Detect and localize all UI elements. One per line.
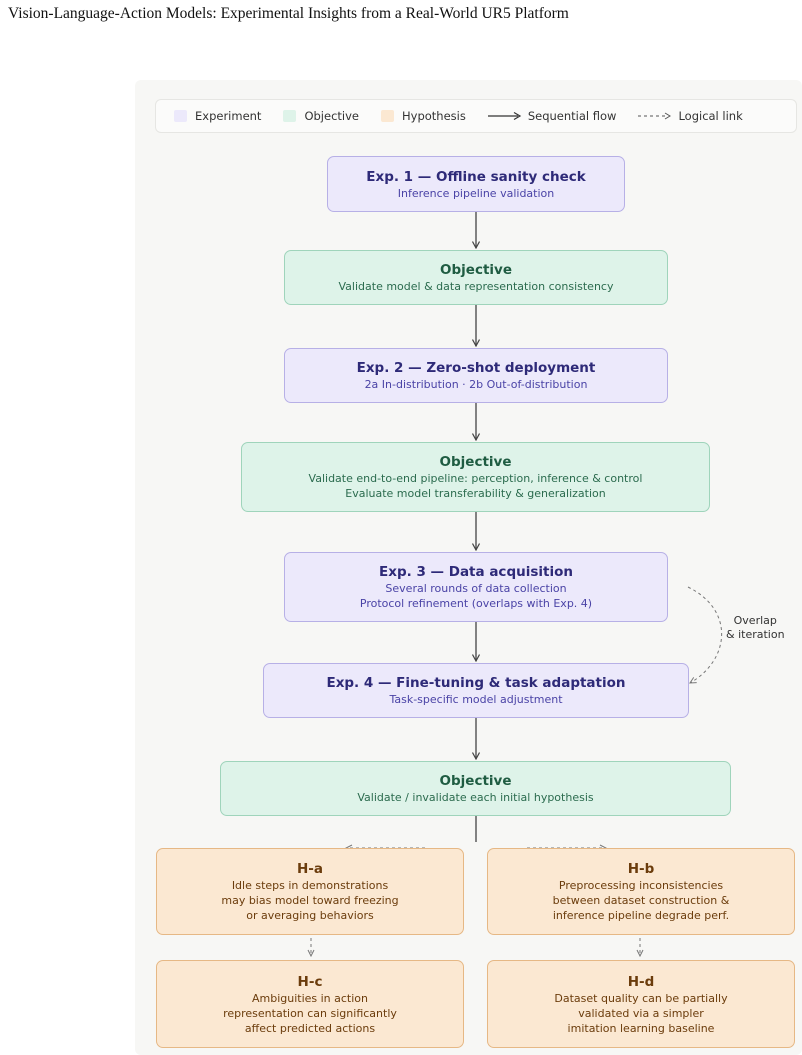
hd-line-2: validated via a simpler: [578, 1006, 704, 1020]
document-title: Vision-Language-Action Models: Experimen…: [8, 5, 569, 22]
hb-line-2: between dataset construction &: [552, 894, 730, 907]
obj2-box: Objective Validate end-to-end pipeline: …: [241, 442, 710, 512]
overlap-label: Overlap & iteration: [726, 614, 785, 642]
exp4-title: Exp. 4 — Fine-tuning & task adaptation: [326, 675, 626, 691]
overlap-label-line-2: & iteration: [726, 628, 785, 641]
exp4-box: Exp. 4 — Fine-tuning & task adaptation T…: [263, 663, 689, 718]
hb-title: H-b: [627, 861, 655, 877]
obj3-line: Validate / invalidate each initial hypot…: [357, 791, 594, 804]
exp1-box: Exp. 1 — Offline sanity check Inference …: [327, 156, 625, 212]
legend-sequential: Sequential flow: [487, 109, 617, 123]
ha-line-2: may bias model toward freezing: [221, 894, 399, 907]
dashed-arrow-icon: [638, 111, 672, 121]
exp4-line: Task-specific model adjustment: [389, 693, 563, 706]
ha-line-1: Idle steps in demonstrations: [231, 879, 389, 892]
legend: Experiment Objective Hypothesis Sequenti…: [155, 99, 797, 133]
experiment-swatch: [174, 110, 187, 122]
legend-logical-label: Logical link: [678, 109, 743, 123]
exp3-line-2: Protocol refinement (overlaps with Exp. …: [359, 597, 593, 610]
hypothesis-hb: H-b Preprocessing inconsistencies betwee…: [487, 848, 795, 935]
solid-arrow-icon: [487, 111, 522, 121]
exp2-title: Exp. 2 — Zero-shot deployment: [356, 360, 596, 376]
ha-title: H-a: [296, 861, 323, 877]
legend-experiment: Experiment: [174, 109, 261, 123]
exp1-line: Inference pipeline validation: [397, 186, 555, 200]
legend-objective: Objective: [283, 109, 359, 123]
obj1-line: Validate model & data representation con…: [338, 280, 614, 293]
legend-objective-label: Objective: [304, 109, 359, 123]
overlap-curve: [687, 586, 723, 683]
hypothesis-hd: H-d Dataset quality can be partially val…: [487, 960, 795, 1048]
exp3-title: Exp. 3 — Data acquisition: [379, 564, 573, 580]
hc-line-1: Ambiguities in action: [251, 991, 369, 1005]
legend-hypothesis-label: Hypothesis: [401, 109, 466, 123]
legend-logical: Logical link: [638, 109, 743, 123]
obj2-title: Objective: [439, 454, 512, 470]
hb-line-3: inference pipeline degrade perf.: [552, 909, 730, 922]
exp2-line: 2a In-distribution · 2b Out-of-distribut…: [364, 378, 588, 391]
legend-experiment-label: Experiment: [195, 109, 262, 123]
hc-line-2: representation can significantly: [223, 1006, 397, 1020]
exp1-title: Exp. 1 — Offline sanity check: [366, 168, 586, 185]
hc-title: H-c: [297, 973, 323, 990]
legend-hypothesis: Hypothesis: [380, 109, 466, 123]
obj2-line-1: Validate end-to-end pipeline: perception…: [308, 472, 643, 485]
hypothesis-swatch: [380, 110, 394, 122]
hd-line-3: imitation learning baseline: [567, 1021, 715, 1035]
hc-line-3: affect predicted actions: [244, 1021, 376, 1035]
obj1-box: Objective Validate model & data represen…: [284, 250, 668, 305]
hd-title: H-d: [627, 973, 655, 990]
ha-line-3: or averaging behaviors: [246, 909, 374, 922]
overlap-label-line-1: Overlap: [733, 614, 777, 627]
hd-line-1: Dataset quality can be partially: [554, 991, 728, 1005]
obj3-title: Objective: [439, 773, 512, 789]
hb-line-1: Preprocessing inconsistencies: [558, 879, 724, 892]
hypothesis-hc: H-c Ambiguities in action representation…: [156, 960, 464, 1048]
obj1-title: Objective: [440, 262, 512, 278]
legend-sequential-label: Sequential flow: [527, 109, 617, 123]
exp3-box: Exp. 3 — Data acquisition Several rounds…: [284, 552, 668, 622]
objective-swatch: [283, 110, 297, 122]
exp3-line-1: Several rounds of data collection: [385, 582, 567, 595]
hypothesis-ha: H-a Idle steps in demonstrations may bia…: [156, 848, 464, 935]
obj3-box: Objective Validate / invalidate each ini…: [220, 761, 731, 816]
obj2-line-2: Evaluate model transferability & general…: [345, 487, 606, 500]
exp2-box: Exp. 2 — Zero-shot deployment 2a In-dist…: [284, 348, 668, 403]
